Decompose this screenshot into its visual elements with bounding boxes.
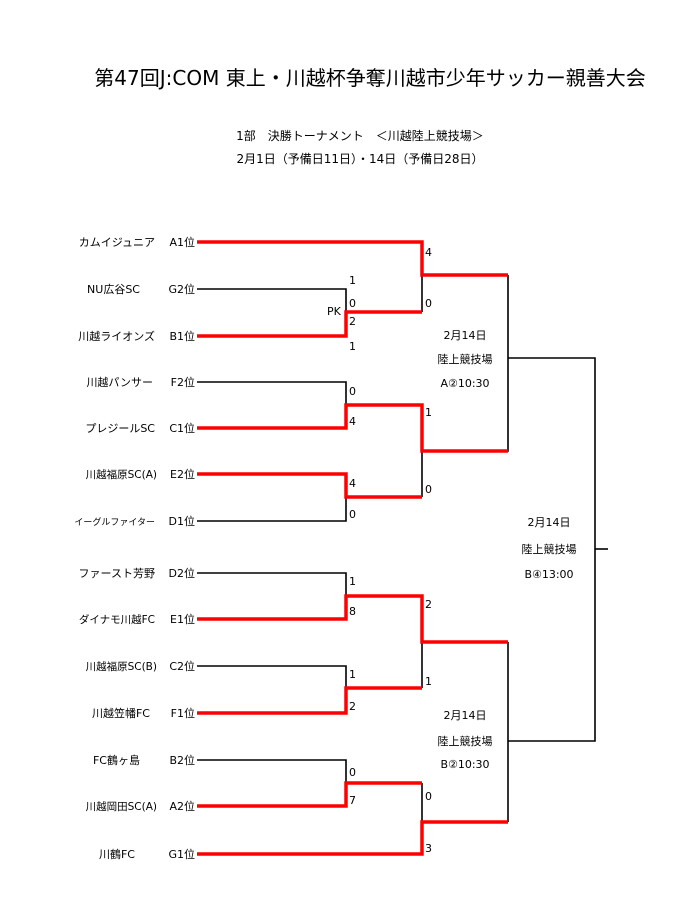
- score: 0: [349, 385, 356, 398]
- team-name: ファースト芳野: [79, 566, 155, 580]
- team-rank: D1位: [169, 514, 195, 528]
- score: 1: [425, 406, 432, 419]
- score: 1: [425, 675, 432, 688]
- semi-a-date: 2月14日: [444, 329, 487, 342]
- team-rank: F1位: [171, 706, 195, 720]
- team-rank: C2位: [169, 659, 195, 673]
- score: 1: [349, 340, 356, 353]
- score: 2: [425, 598, 432, 611]
- team-rank: E1位: [170, 612, 195, 626]
- score: 0: [425, 790, 432, 803]
- final-venue: 陸上競技場: [522, 542, 577, 556]
- scores: 1 0 PK 2 1 0 4 4 0 1 8 1 2 0 7 4 0 1 0 2…: [327, 246, 432, 855]
- team-name: 川越福原SC(B): [86, 660, 157, 673]
- semi-a-time: A②10:30: [440, 377, 489, 390]
- score: 4: [349, 415, 356, 428]
- team-rank: G1位: [168, 847, 195, 861]
- team-rank: E2位: [170, 467, 195, 481]
- score: 4: [349, 477, 356, 490]
- team-rank: A1位: [169, 235, 195, 249]
- team-name: FC鶴ヶ島: [93, 753, 140, 767]
- team-name: 川越岡田SC(A): [86, 800, 157, 813]
- page-title: 第47回J:COM 東上・川越杯争奪川越市少年サッカー親善大会: [94, 66, 646, 90]
- team-name: ダイナモ川越FC: [79, 613, 155, 626]
- subtitle-dates: 2月1日（予備日11日）・14日（予備日28日）: [236, 152, 484, 166]
- score: 0: [349, 297, 356, 310]
- team-name: 川越笠幡FC: [92, 706, 150, 720]
- score: 0: [349, 508, 356, 521]
- final-date: 2月14日: [528, 516, 571, 529]
- semi-b-venue: 陸上競技場: [438, 734, 493, 748]
- bracket-lines: [197, 275, 608, 822]
- score: 1: [349, 274, 356, 287]
- subtitle-division: 1部 決勝トーナメント ＜川越陸上競技場＞: [236, 129, 484, 143]
- match-info: 2月14日 陸上競技場 A②10:30 2月14日 陸上競技場 B④13:00 …: [438, 329, 577, 771]
- team-rank: D2位: [169, 566, 195, 580]
- score: 4: [425, 246, 432, 259]
- score: 7: [349, 794, 356, 807]
- pk-label: PK: [327, 305, 342, 318]
- score: 2: [349, 700, 356, 713]
- team-name: 川越福原SC(A): [86, 468, 157, 481]
- team-name: NU広谷SC: [87, 283, 140, 296]
- score: 0: [425, 483, 432, 496]
- final-time: B④13:00: [524, 568, 573, 581]
- team-name: イーグルファイター: [74, 516, 155, 528]
- semi-b-date: 2月14日: [444, 709, 487, 722]
- team-rank: G2位: [168, 282, 195, 296]
- score: 2: [349, 315, 356, 328]
- winner-lines: [197, 240, 508, 856]
- team-name: 川鶴FC: [99, 847, 135, 861]
- score: 3: [425, 842, 432, 855]
- team-name: 川越パンサー: [86, 375, 153, 389]
- team-name: 川越ライオンズ: [78, 329, 155, 343]
- score: 0: [349, 766, 356, 779]
- semi-a-venue: 陸上競技場: [438, 352, 493, 366]
- score: 0: [425, 297, 432, 310]
- score: 1: [349, 668, 356, 681]
- score: 8: [349, 605, 356, 618]
- team-rank: C1位: [169, 421, 195, 435]
- team-rank: F2位: [171, 375, 195, 389]
- team-name: プレジールSC: [85, 422, 155, 435]
- team-name: カムイジュニア: [79, 236, 155, 249]
- semi-b-time: B②10:30: [440, 758, 489, 771]
- team-rank: A2位: [169, 799, 195, 813]
- team-labels: カムイジュニア A1位 NU広谷SC G2位 川越ライオンズ B1位 川越パンサー F2…: [74, 235, 195, 861]
- team-rank: B2位: [169, 753, 195, 767]
- team-rank: B1位: [169, 329, 195, 343]
- score: 1: [349, 575, 356, 588]
